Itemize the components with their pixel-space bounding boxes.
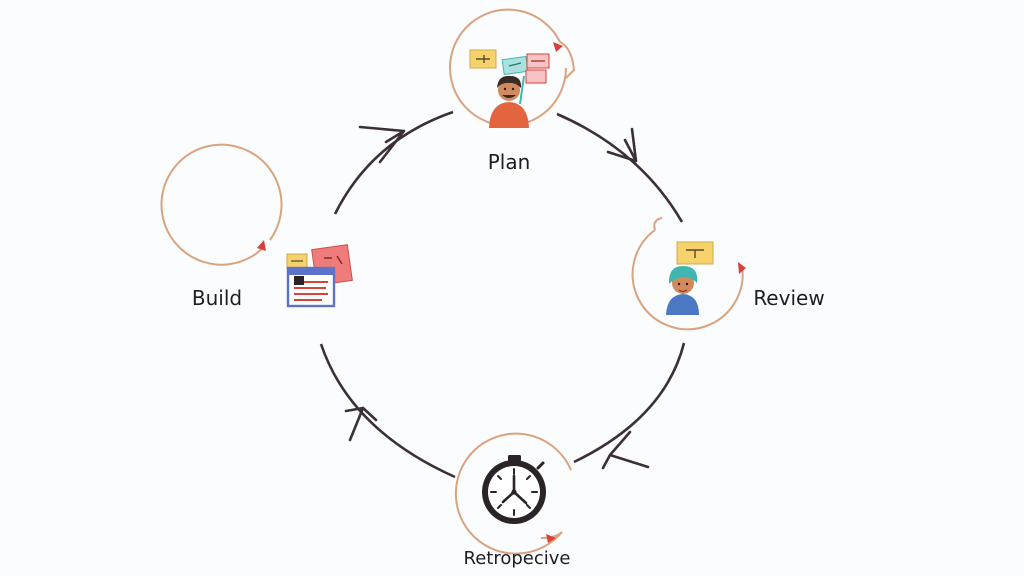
stopwatch-icon [482,455,546,524]
stage-retrospective: Retropecive [454,432,572,569]
arrow-plan-to-review [606,127,638,163]
review-ring-tail [653,217,663,231]
review-ring [631,229,744,331]
person-with-speech-note-icon [666,241,714,315]
arrow-build-to-plan [358,125,406,164]
connector-build-to-plan [333,110,454,215]
cycle-arrows [344,125,650,470]
stage-plan: Plan [449,8,576,174]
build-ring [160,143,283,266]
connector-plan-to-review [556,112,684,223]
retrospective-ring-tail [540,531,563,539]
retrospective-ring-marker [546,534,556,543]
arrow-retrospective-to-build [344,406,378,442]
plan-label: Plan [488,150,531,174]
plan-ring [449,8,567,127]
connector-review-to-retrospective [573,342,686,464]
documents-and-sticky-notes-icon [286,244,353,308]
plan-ring-marker [553,42,563,52]
build-label: Build [192,286,242,310]
arrow-review-to-retrospective [601,430,650,470]
connector-retrospective-to-build [319,343,456,479]
plan-ring-tail [559,41,576,79]
build-ring-marker [257,240,266,251]
stage-build: Build [160,143,353,310]
stage-review: Review [631,217,825,331]
review-ring-marker [738,262,746,274]
review-label: Review [753,286,824,310]
person-with-sticky-notes-icon [469,49,550,128]
retrospective-ring [454,432,572,555]
retrospective-label: Retropecive [464,548,571,569]
